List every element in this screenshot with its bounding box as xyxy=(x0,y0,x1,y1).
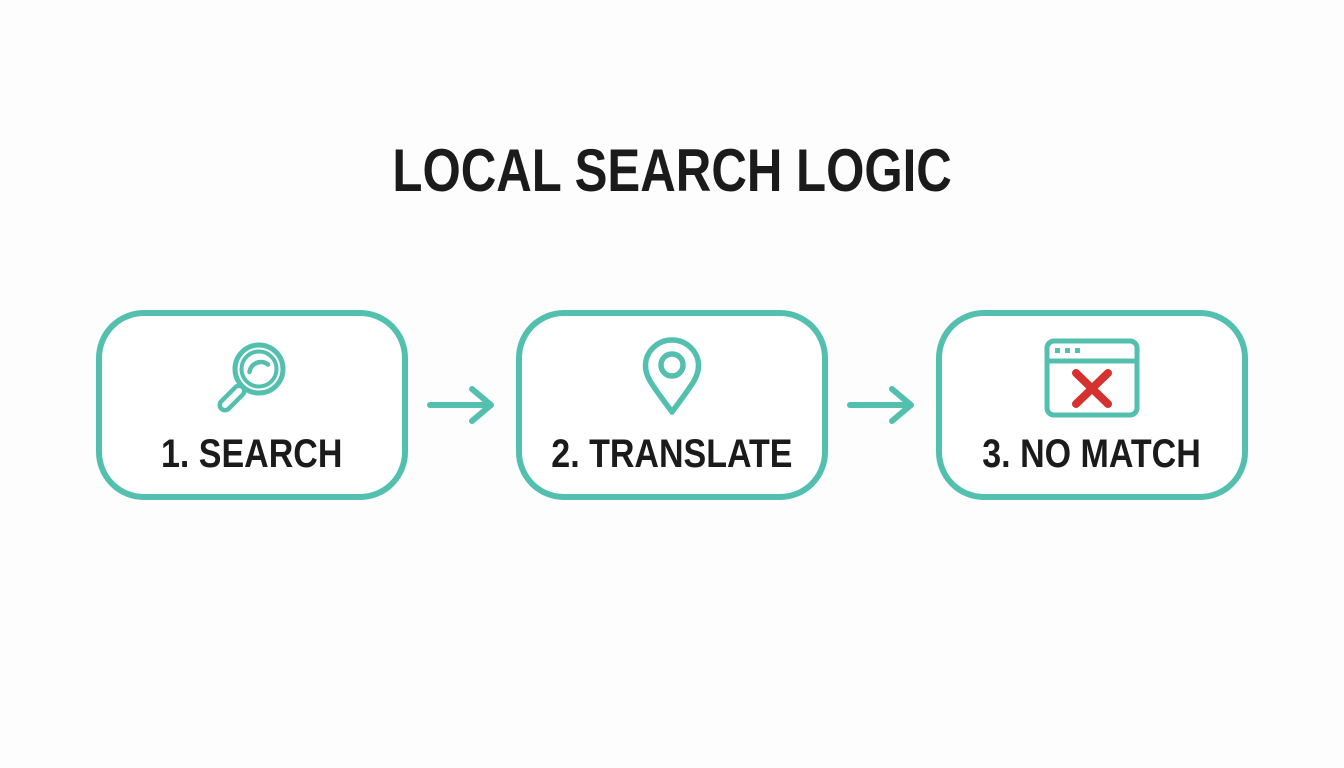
arrow-icon xyxy=(828,383,936,427)
step-label: 2. TRANSLATE xyxy=(551,432,793,476)
location-pin-icon xyxy=(634,336,710,422)
arrow-icon xyxy=(408,383,516,427)
step-label: 3. NO MATCH xyxy=(982,432,1202,476)
step-box-search: 1. SEARCH xyxy=(96,310,408,500)
step-box-no-match: 3. NO MATCH xyxy=(936,310,1248,500)
page-title-text: LOCAL SEARCH LOGIC xyxy=(392,137,952,204)
step-label: 1. SEARCH xyxy=(161,432,343,476)
browser-error-icon xyxy=(1044,336,1140,422)
page-title: LOCAL SEARCH LOGIC xyxy=(0,136,1344,205)
step-box-translate: 2. TRANSLATE xyxy=(516,310,828,500)
magnifier-icon xyxy=(212,336,292,422)
flow-row: 1. SEARCH 2. TRANSLATE xyxy=(0,310,1344,500)
